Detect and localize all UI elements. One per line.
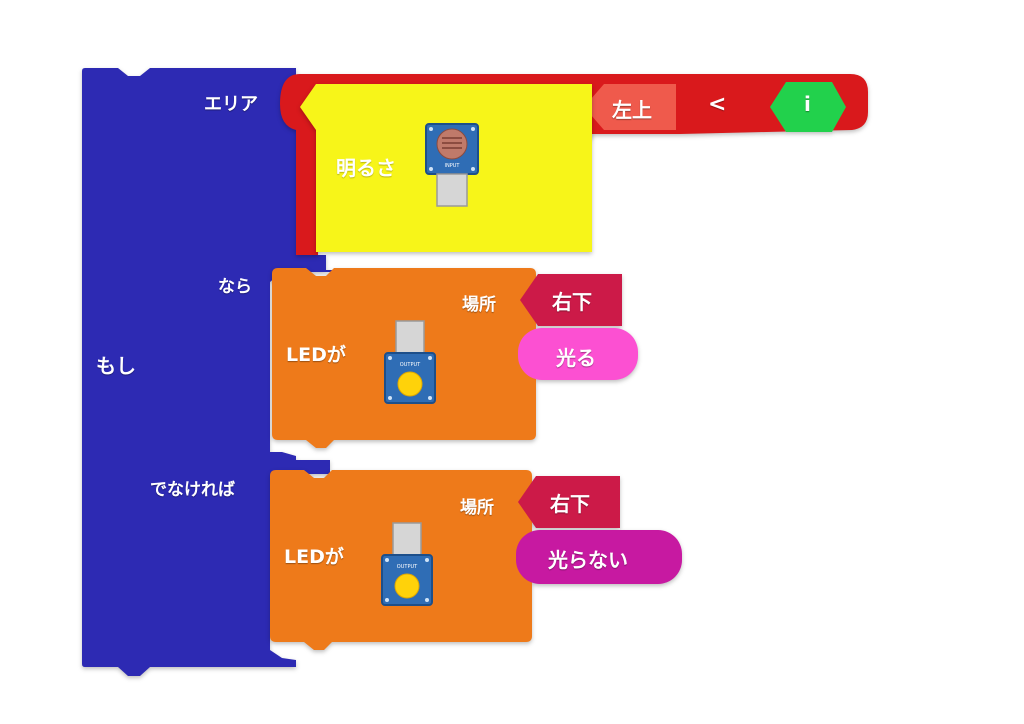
sensor-icon-text: INPUT — [445, 163, 461, 169]
then-state-chip[interactable] — [518, 328, 638, 380]
brightness-label: 明るさ — [336, 156, 396, 180]
else-led-label: LEDが — [284, 546, 344, 568]
operator-label[interactable]: < — [708, 92, 727, 117]
variable-hexagon[interactable] — [770, 82, 846, 132]
else-state-label[interactable]: 光らない — [548, 548, 628, 572]
else-location-chip[interactable] — [518, 476, 620, 528]
if-label: もし — [96, 354, 136, 378]
else-label: でなければ — [150, 480, 235, 500]
then-state-label[interactable]: 光る — [556, 346, 596, 370]
else-location-label: 場所 — [460, 498, 494, 518]
then-led-label: LEDが — [286, 344, 346, 366]
then-icon-text: OUTPUT — [400, 362, 421, 368]
else-state-chip[interactable] — [516, 530, 682, 584]
else-icon-text: OUTPUT — [397, 564, 418, 570]
then-location-label: 場所 — [462, 295, 496, 315]
variable-label[interactable]: i — [804, 92, 811, 116]
then-location-chip[interactable] — [520, 274, 622, 326]
then-label: なら — [218, 277, 252, 297]
condition-location-value[interactable]: 左上 — [612, 98, 652, 122]
else-location-value[interactable]: 右下 — [550, 492, 590, 516]
then-location-value[interactable]: 右下 — [552, 290, 592, 314]
area-label: エリア — [204, 94, 258, 115]
